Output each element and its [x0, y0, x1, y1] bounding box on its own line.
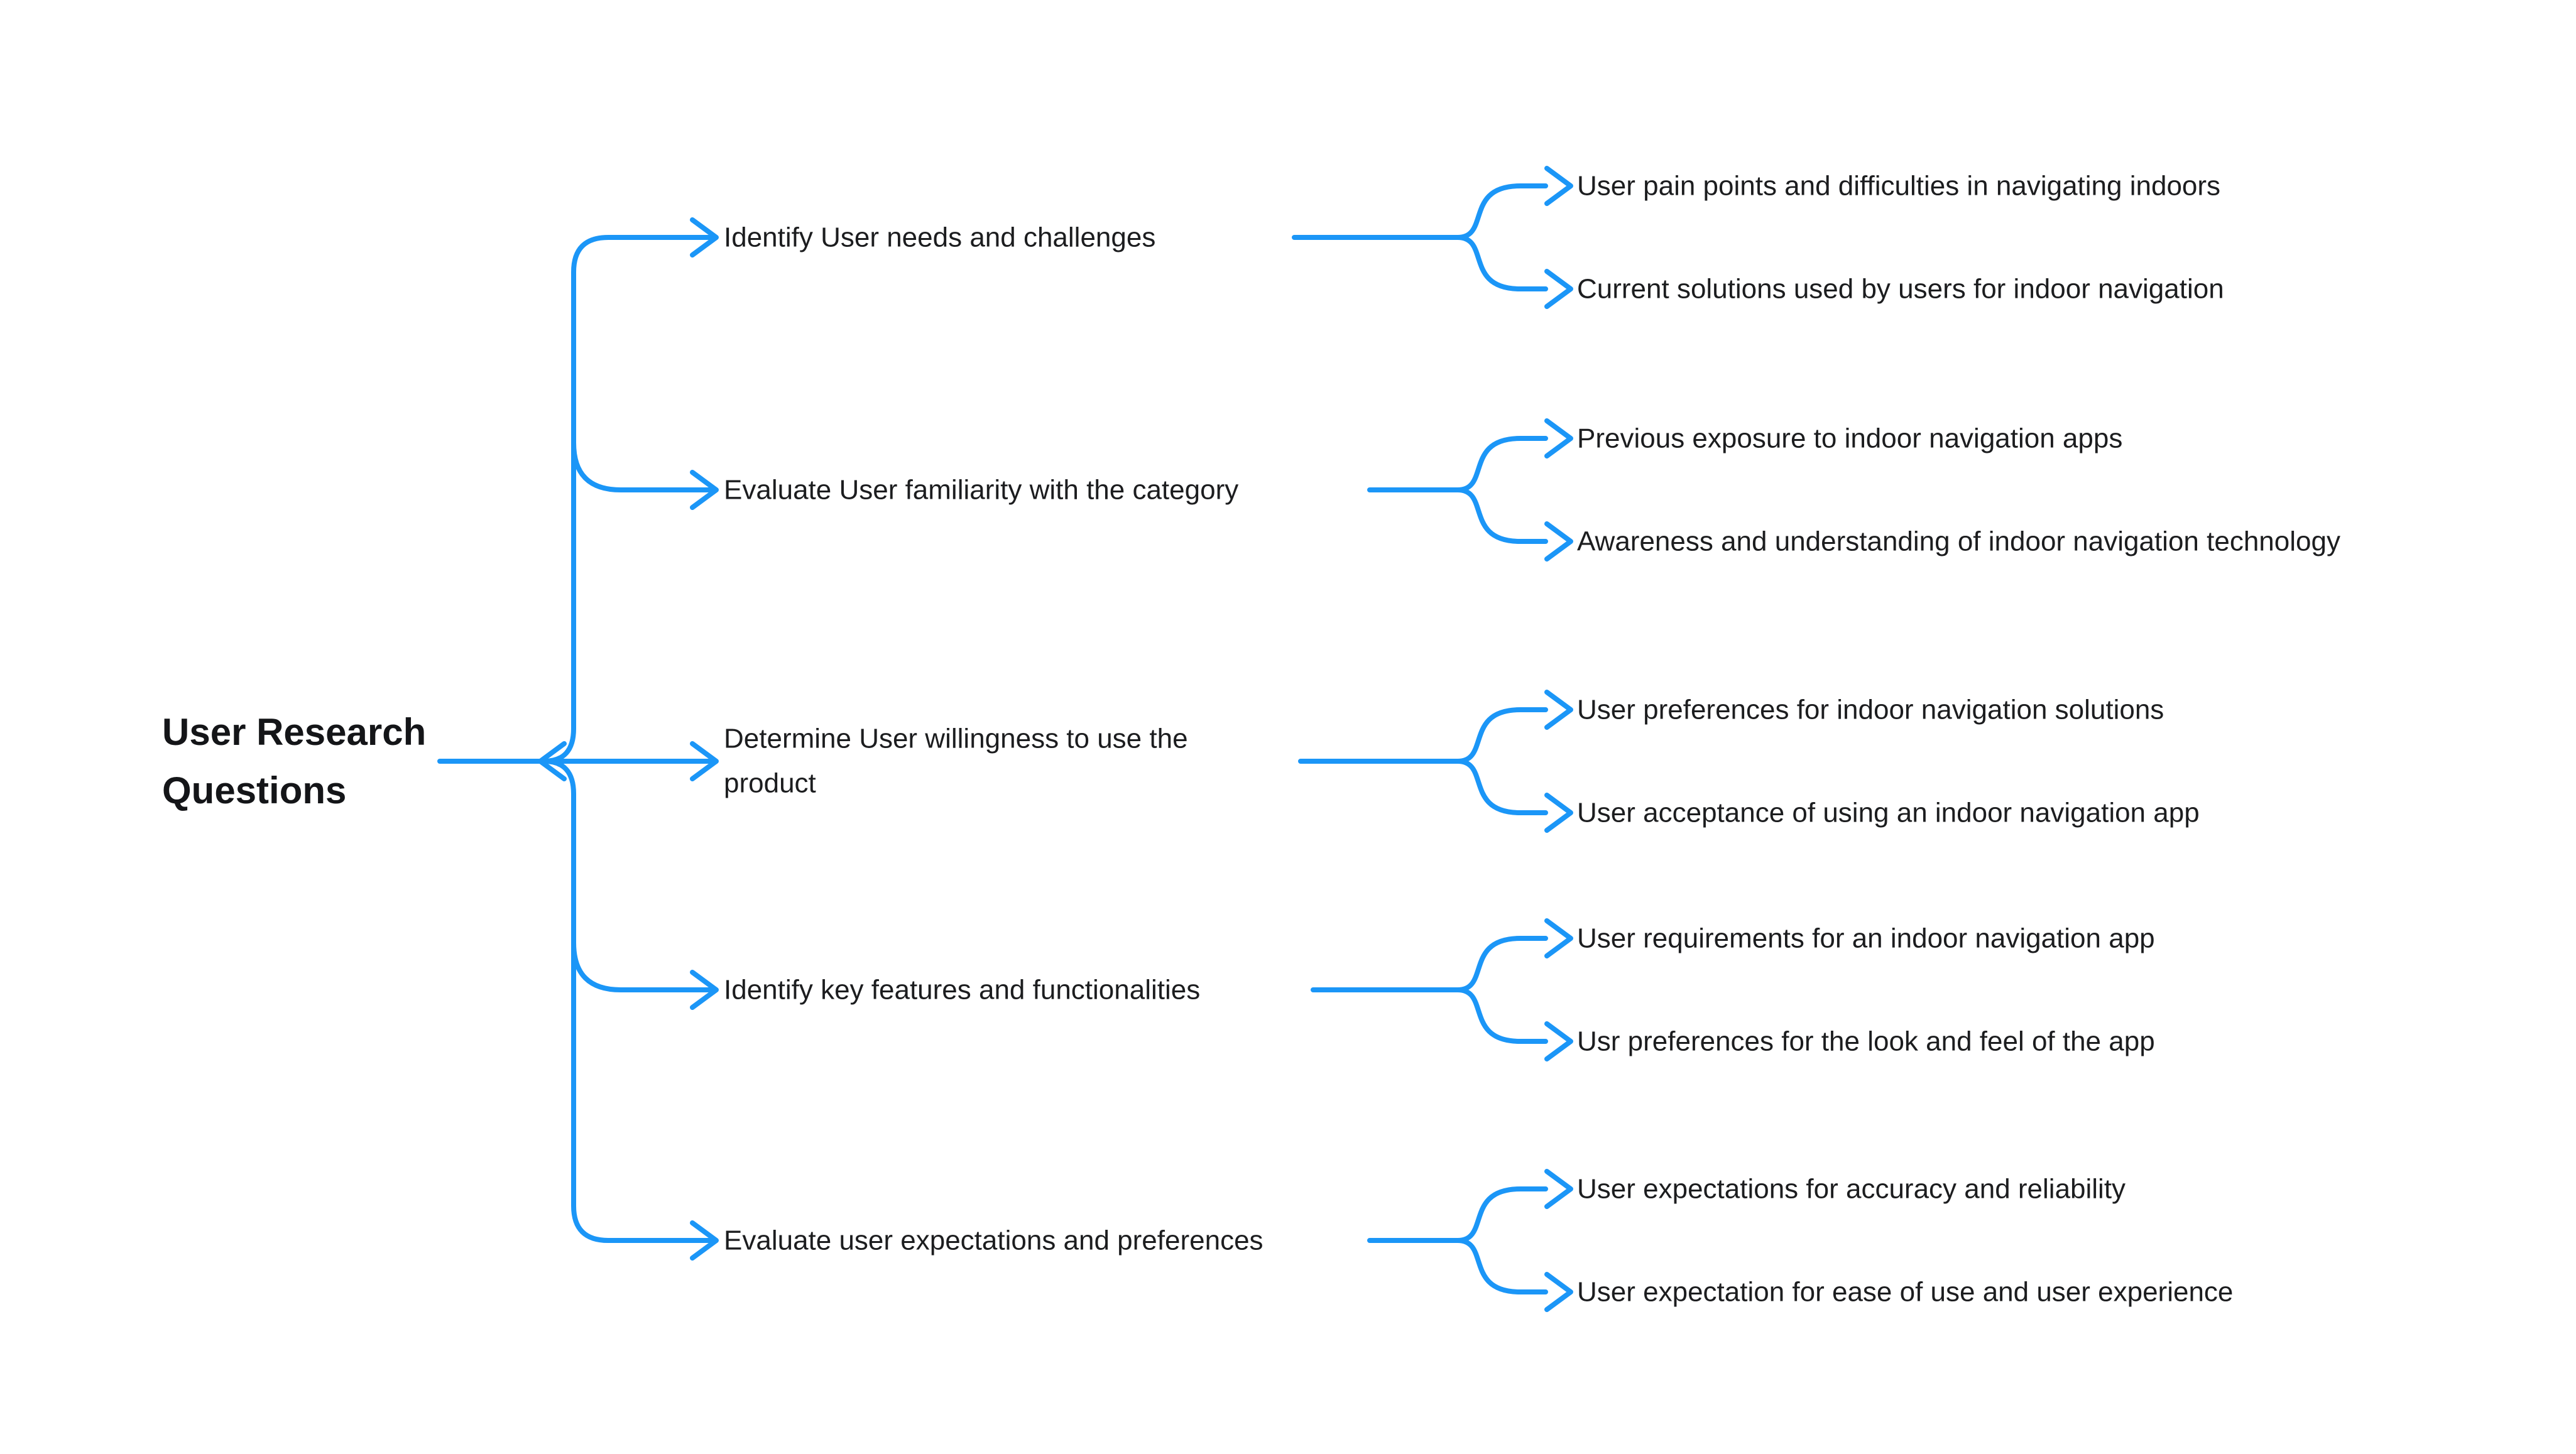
child-node-awareness[interactable]: Awareness and understanding of indoor na…	[1577, 526, 2340, 557]
branch2-fork-connector	[1367, 436, 1548, 544]
branch4-fork-connector	[1311, 936, 1548, 1044]
branch-node-determine-willingness[interactable]: Determine User willingness to use the pr…	[724, 723, 1188, 799]
child4a-arrow-icon	[1544, 918, 1573, 958]
child-node-look-and-feel[interactable]: Usr preferences for the look and feel of…	[1577, 1026, 2155, 1057]
branch-node-identify-needs[interactable]: Identify User needs and challenges	[724, 222, 1156, 253]
child5a-arrow-icon	[1544, 1169, 1573, 1209]
child2a-arrow-icon	[1544, 418, 1573, 458]
branch2-arrow-icon	[690, 470, 719, 510]
branch3-fork-connector	[1298, 707, 1548, 815]
branch5-arrow-icon	[690, 1220, 719, 1261]
child-node-preferences-solutions[interactable]: User preferences for indoor navigation s…	[1577, 694, 2164, 725]
branch5-fork-connector	[1367, 1186, 1548, 1294]
child1a-arrow-icon	[1544, 166, 1573, 206]
child2b-arrow-icon	[1544, 521, 1573, 562]
child5b-arrow-icon	[1544, 1272, 1573, 1312]
branch1-arrow-icon	[690, 217, 719, 258]
child-node-acceptance[interactable]: User acceptance of using an indoor navig…	[1577, 797, 2200, 828]
child-node-previous-exposure[interactable]: Previous exposure to indoor navigation a…	[1577, 423, 2123, 454]
root-arrow-icon	[538, 741, 567, 781]
child3a-arrow-icon	[1544, 690, 1573, 730]
child4b-arrow-icon	[1544, 1021, 1573, 1061]
child-node-ease-of-use[interactable]: User expectation for ease of use and use…	[1577, 1276, 2234, 1308]
branch4-arrow-icon	[690, 970, 719, 1010]
child1b-arrow-icon	[1544, 269, 1573, 309]
branch2-takeoff-connector	[571, 440, 716, 492]
branch3-arrow-icon	[690, 741, 719, 781]
trunk-lower-connector	[542, 759, 716, 1243]
branch-node-evaluate-familiarity[interactable]: Evaluate User familiarity with the categ…	[724, 474, 1239, 506]
root-node-label[interactable]: User Research Questions	[162, 711, 427, 811]
child-node-current-solutions[interactable]: Current solutions used by users for indo…	[1577, 273, 2224, 305]
branch1-fork-connector	[1292, 183, 1548, 291]
branch-node-identify-features[interactable]: Identify key features and functionalitie…	[724, 974, 1201, 1006]
child-node-accuracy-reliability[interactable]: User expectations for accuracy and relia…	[1577, 1173, 2126, 1205]
child-node-pain-points[interactable]: User pain points and difficulties in nav…	[1577, 170, 2221, 202]
branch4-takeoff-connector	[571, 940, 716, 992]
child3b-arrow-icon	[1544, 793, 1573, 833]
branch-node-evaluate-expectations[interactable]: Evaluate user expectations and preferenc…	[724, 1225, 1263, 1256]
child-node-requirements[interactable]: User requirements for an indoor navigati…	[1577, 923, 2155, 954]
trunk-upper-connector	[542, 235, 716, 764]
